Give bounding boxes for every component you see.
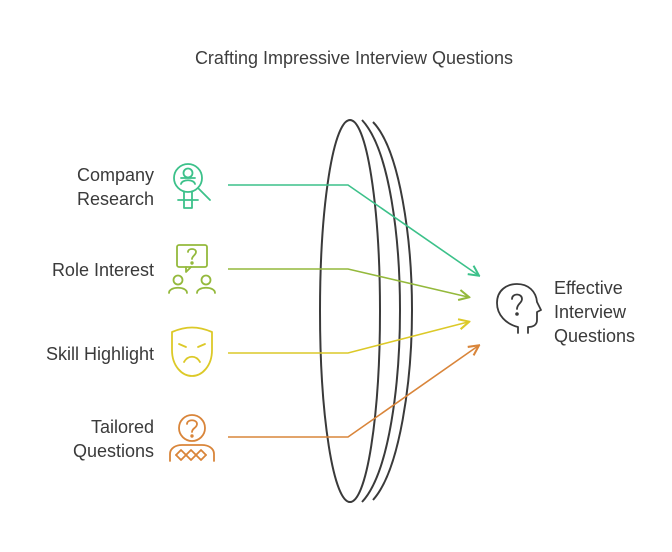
head-question-icon [496,283,542,334]
people-question-icon [168,244,216,294]
label-line: Effective [554,278,623,298]
diagram-title: Crafting Impressive Interview Questions [194,48,514,68]
magnifier-person-icon [173,163,211,209]
label-line: Research [76,189,154,209]
label-line: Tailored [90,417,154,437]
sad-mask-icon [171,326,213,377]
lens [319,119,414,503]
connector-role-interest [228,268,468,297]
label-effective-interview-questions: Effective Interview Questions [554,276,635,348]
question-person-icon [169,414,215,462]
label-company-research: Company Research [77,163,154,211]
label-line: Role Interest [51,260,154,280]
connector-skill-highlight [228,322,468,354]
label-line: Company [76,165,154,185]
label-tailored-questions: Tailored Questions [73,415,154,463]
label-skill-highlight: Skill Highlight [46,342,154,366]
connector-tailored-questions [228,346,478,438]
label-line: Skill Highlight [45,344,154,364]
connector-company-research [228,184,478,275]
label-line: Questions [554,326,636,346]
label-line: Interview [554,302,627,322]
label-role-interest: Role Interest [52,258,154,282]
label-line: Questions [72,441,154,461]
